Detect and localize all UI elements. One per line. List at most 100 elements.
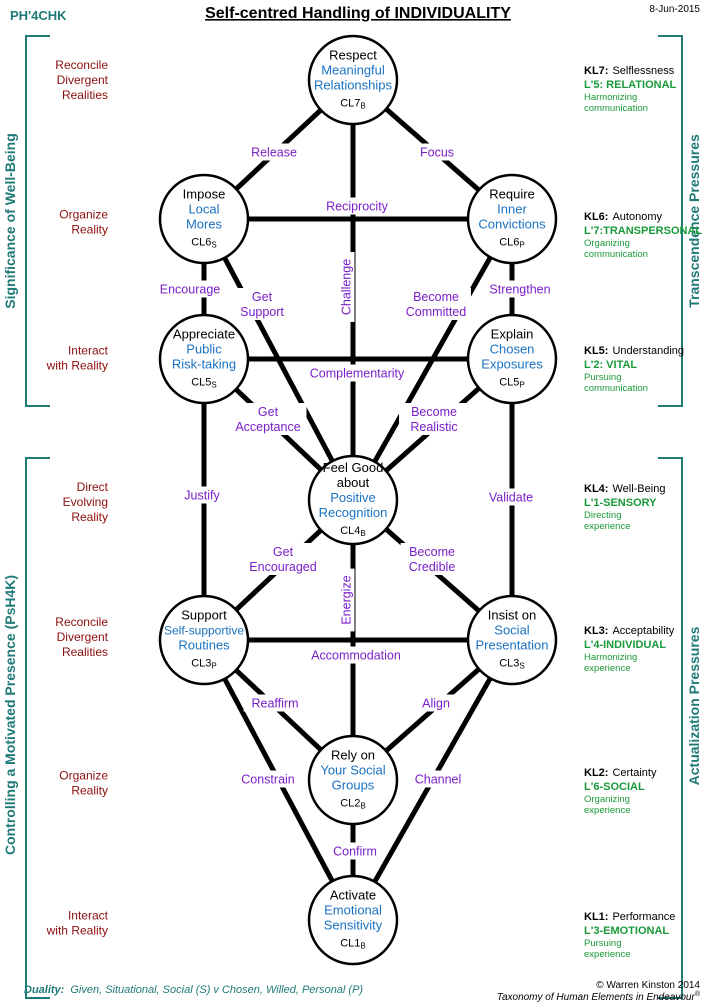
kl-text: Understanding xyxy=(612,345,684,357)
edge-label-text: Validate xyxy=(489,491,533,505)
l-level: L'2: VITAL xyxy=(584,359,637,371)
edge-label-energize: Energize xyxy=(337,568,355,632)
node-text: Meaningful xyxy=(321,63,385,78)
right-level-7: KL1:PerformanceL'3-EMOTIONALPursuingexpe… xyxy=(584,911,675,960)
edge-label-text: Acceptance xyxy=(235,420,300,434)
node-text: Relationships xyxy=(314,78,393,93)
node-code-main: CL2 xyxy=(340,798,360,810)
node-circle xyxy=(158,173,250,265)
nodes-layer: RespectMeaningfulRelationshipsCL7BImpose… xyxy=(158,34,558,966)
edge-label-text: Credible xyxy=(409,560,456,574)
node-code: CL2B xyxy=(340,798,366,811)
edge-label-text: Reaffirm xyxy=(251,697,298,711)
level-sub: experience xyxy=(584,521,630,532)
taxonomy-mark: ® xyxy=(695,990,701,998)
edge-label-bg xyxy=(306,646,406,664)
l-level: L'4-INDIVIDUAL xyxy=(584,639,666,651)
kl-code: KL4: xyxy=(584,483,608,495)
kl-code: KL2: xyxy=(584,767,608,779)
node-text: Convictions xyxy=(478,217,546,232)
edge-label-text: Challenge xyxy=(340,259,354,315)
node-code-main: CL5 xyxy=(191,377,211,389)
edge-label-bg xyxy=(399,403,469,435)
node-circle xyxy=(307,34,399,126)
node-code-sub: P xyxy=(519,241,524,250)
node-text: Presentation xyxy=(476,638,549,653)
left-row-text: Organize xyxy=(59,769,108,783)
left-row-text: Reality xyxy=(71,510,108,524)
edge-label-bg xyxy=(416,143,458,161)
kl-line: KL5:Understanding xyxy=(584,345,684,357)
node-code-main: CL6 xyxy=(499,237,519,249)
node-code: CL5P xyxy=(499,377,525,390)
edge-label-bg xyxy=(481,280,559,298)
taxonomy-text: Taxonomy of Human Elements in Endeavour xyxy=(497,992,696,1003)
kl-line: KL1: Performance xyxy=(584,911,675,923)
edge-label-bg xyxy=(244,543,322,575)
node-text: Emotional xyxy=(324,903,382,918)
kl-text: Well-Being xyxy=(612,483,665,495)
node-code: CL4B xyxy=(340,525,366,538)
edge-label-bg xyxy=(229,403,307,435)
node-text: Self-supportive xyxy=(164,624,244,638)
edge-label-text: Justify xyxy=(184,489,220,503)
edge-label-text: Get xyxy=(252,290,273,304)
node-text: Risk-taking xyxy=(172,357,236,372)
right-level-2: KL6:AutonomyL'7:TRANSPERSONALOrganizingc… xyxy=(584,211,702,260)
edge-label-bg xyxy=(246,143,302,161)
edge-label-justify: Justify xyxy=(174,486,230,504)
left-row-text: Evolving xyxy=(63,495,108,509)
edge-label-encourage: Encourage xyxy=(155,280,225,298)
node-code-sub: P xyxy=(211,662,216,671)
node-code-main: CL4 xyxy=(340,525,360,537)
kl-text: Performance xyxy=(612,911,675,923)
node-text: Social xyxy=(494,623,530,638)
edge-label-validate: Validate xyxy=(479,488,543,506)
node-text: Sensitivity xyxy=(324,918,383,933)
kl-line: KL3:Acceptability xyxy=(584,625,675,637)
edge-label-challenge: Challenge xyxy=(337,252,355,322)
upper-right-bracket xyxy=(658,35,683,407)
left-row-text: Reality xyxy=(71,784,108,798)
right-level-5: KL3:AcceptabilityL'4-INDIVIDUALHarmonizi… xyxy=(584,625,675,674)
lower-left-bracket xyxy=(25,457,50,999)
kl-text: Autonomy xyxy=(612,211,662,223)
lower-left-label: Controlling a Motivated Presence (PsH4K) xyxy=(2,575,18,855)
edge-label-channel: Channel xyxy=(410,770,466,788)
side-brackets xyxy=(25,35,683,999)
kl-code: KL1: xyxy=(584,911,608,923)
node-code-sub: S xyxy=(211,241,216,250)
edge-label-text: Accommodation xyxy=(311,649,401,663)
kl-code: KL6: xyxy=(584,211,608,223)
node-code-main: CL3 xyxy=(191,658,211,670)
node-code-sub: B xyxy=(360,802,365,811)
duality-label: Duality: xyxy=(24,984,65,996)
node-circle xyxy=(307,734,399,826)
edge-label-confirm: Confirm xyxy=(327,842,383,860)
node-text: Appreciate xyxy=(173,327,235,342)
edge-label-text: Become xyxy=(411,405,457,419)
taxonomy-footer: Taxonomy of Human Elements in Endeavour® xyxy=(497,990,701,1003)
node-code-main: CL1 xyxy=(340,938,360,950)
edge-label-bg xyxy=(300,364,414,382)
l-level: L'5: RELATIONAL xyxy=(584,79,677,91)
kl-text: Certainty xyxy=(612,767,657,779)
l-level: L'6-SOCIAL xyxy=(584,781,645,793)
node-text: Chosen xyxy=(490,342,535,357)
level-sub: Organizing xyxy=(584,794,630,805)
edge-label-bg xyxy=(327,842,383,860)
node-text: Your Social xyxy=(320,763,385,778)
node-circle xyxy=(158,313,250,405)
edge-label-text: Reciprocity xyxy=(326,200,389,214)
edge-label-constrain: Constrain xyxy=(233,770,303,788)
